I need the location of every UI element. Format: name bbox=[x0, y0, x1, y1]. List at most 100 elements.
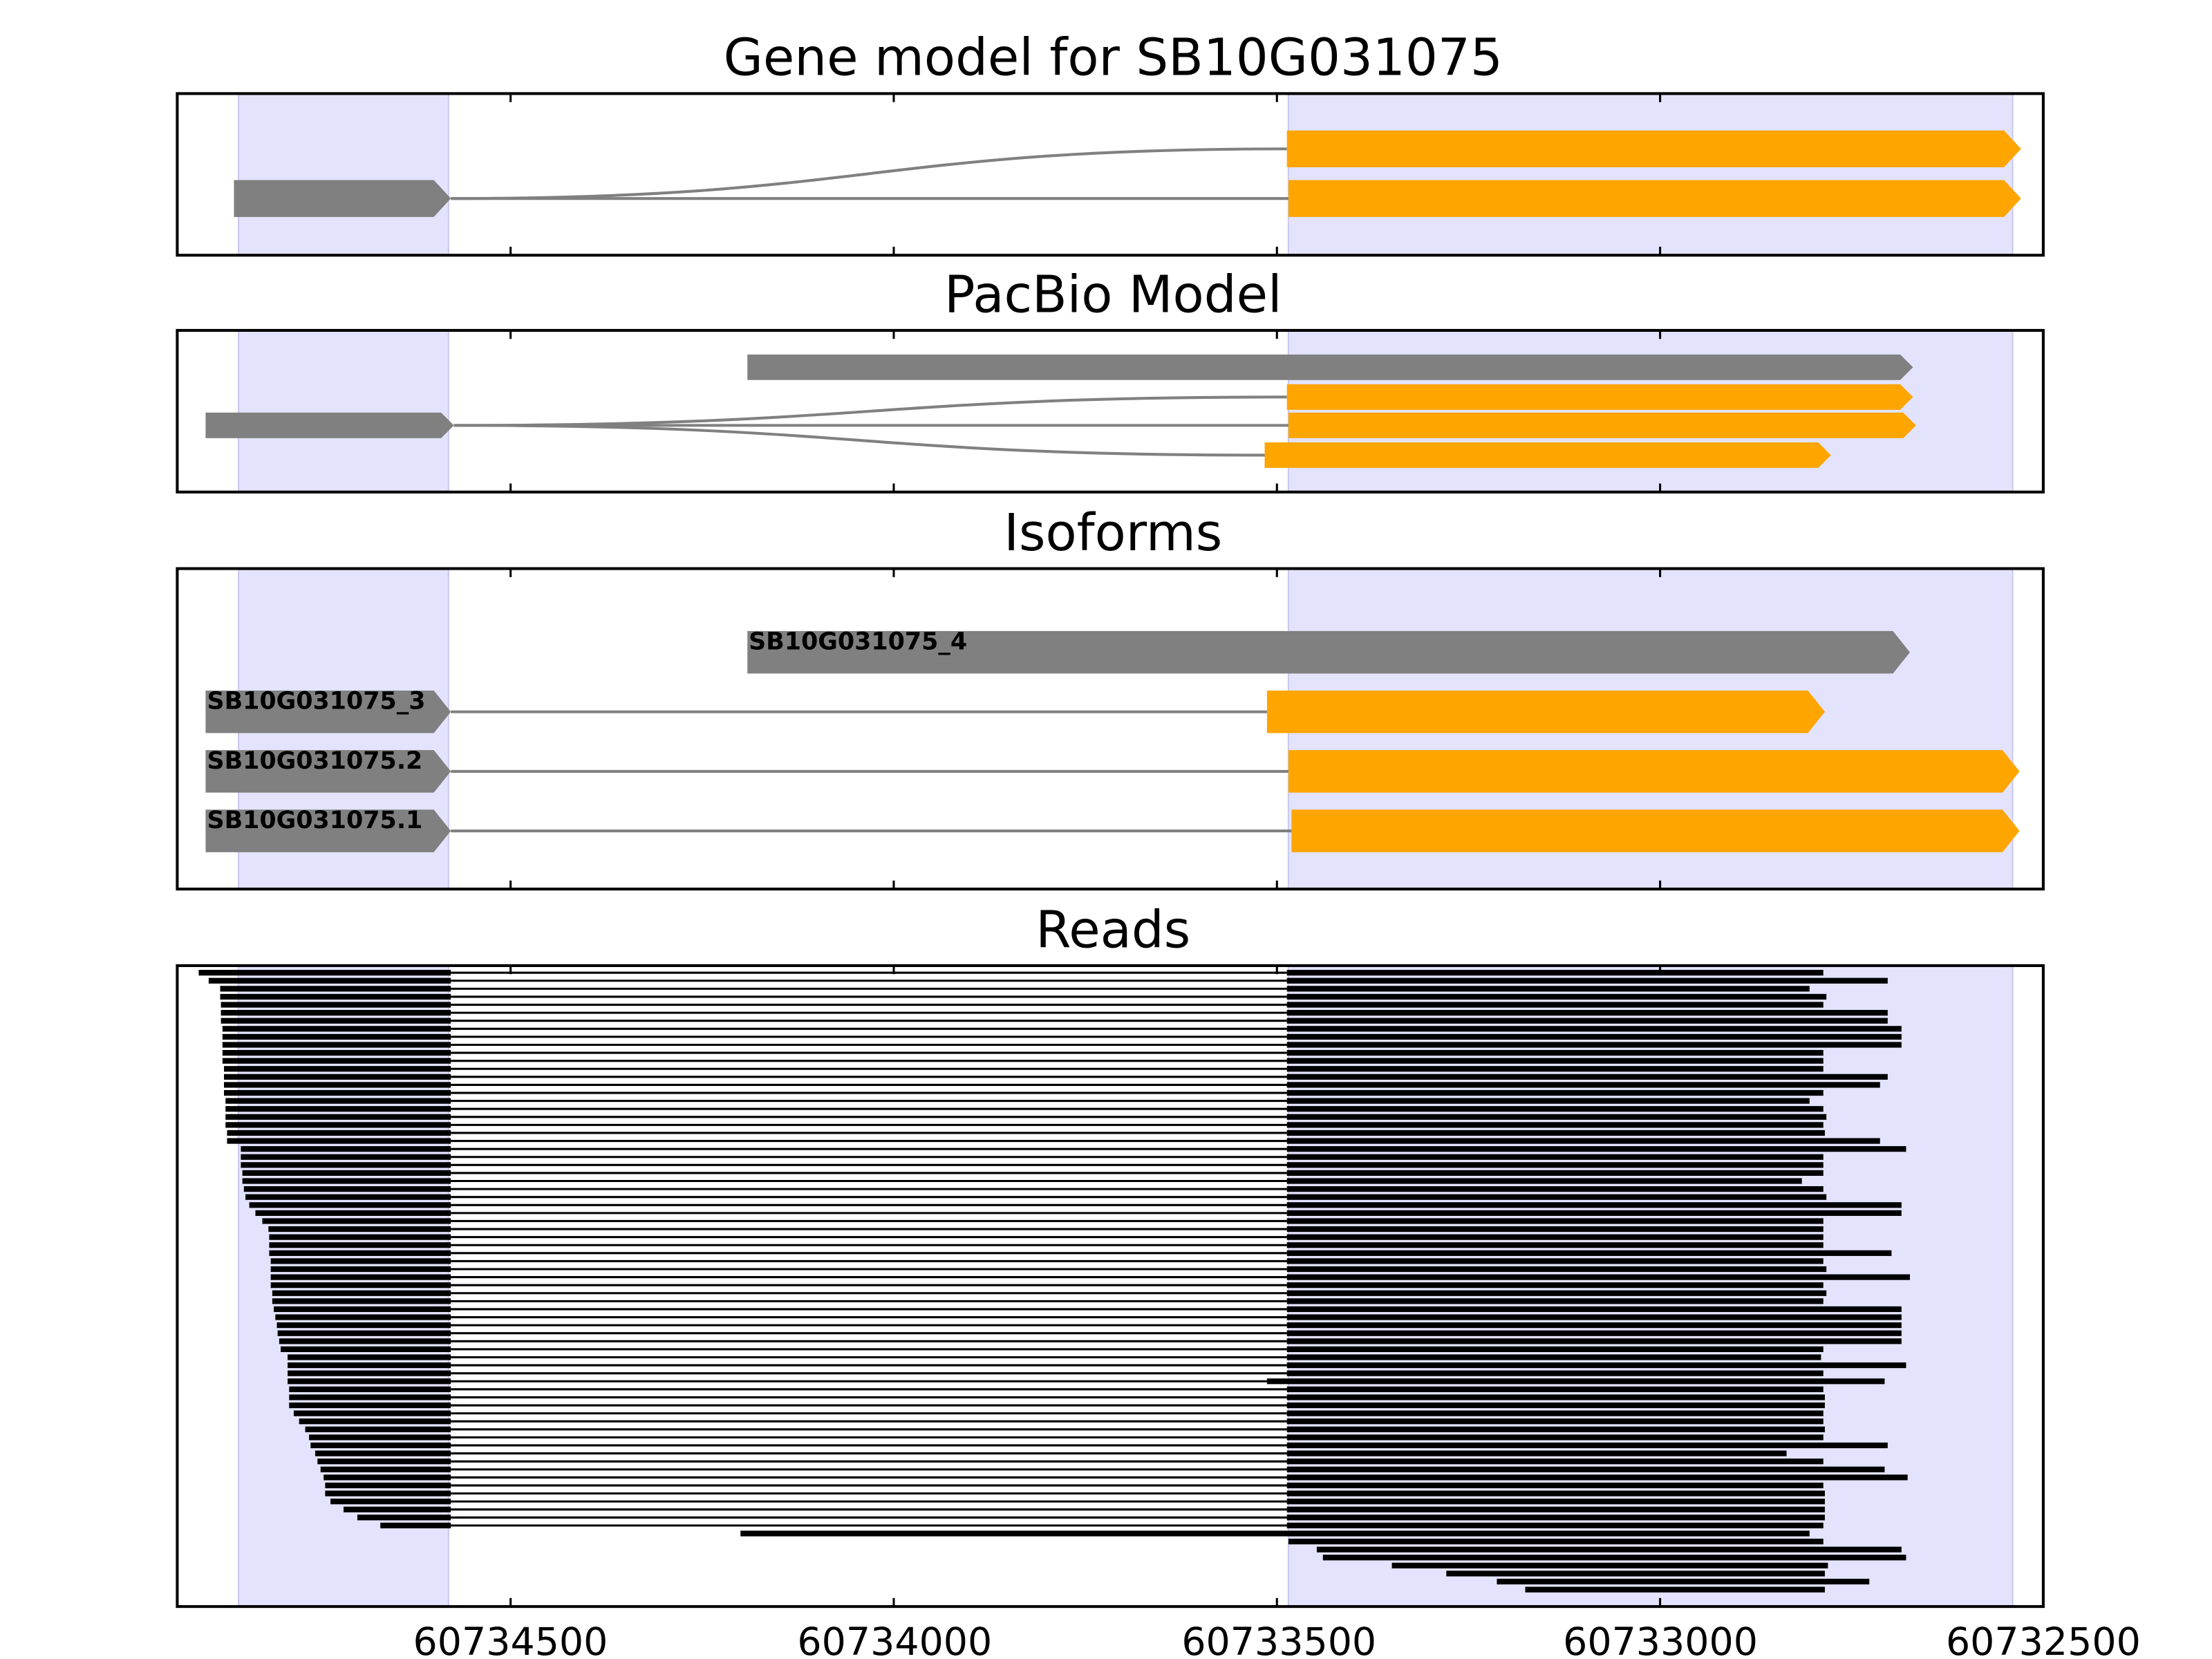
read-left-block bbox=[270, 1258, 451, 1264]
read-left-block bbox=[255, 1210, 451, 1216]
read-right-block bbox=[1286, 1089, 1824, 1096]
read-block bbox=[1525, 1586, 1825, 1593]
read-right-block bbox=[1286, 986, 1810, 992]
read-right-block bbox=[1286, 1394, 1825, 1400]
read-left-block bbox=[289, 1394, 451, 1400]
read-left-block bbox=[289, 1402, 451, 1409]
read-left-block bbox=[225, 1106, 451, 1112]
read-right-block bbox=[1286, 1274, 1910, 1280]
read-right-block bbox=[1286, 1482, 1824, 1489]
axes-frames bbox=[176, 92, 2045, 1609]
read-right-block bbox=[1286, 1170, 1824, 1177]
read-right-block bbox=[1286, 1499, 1825, 1505]
coding-exon bbox=[1291, 809, 2020, 852]
read-left-block bbox=[220, 986, 451, 992]
read-left-block bbox=[224, 1089, 451, 1096]
read-right-block bbox=[1286, 1522, 1824, 1528]
read-left-block bbox=[242, 1178, 451, 1184]
read-left-block bbox=[221, 1002, 451, 1008]
read-left-block bbox=[249, 1202, 451, 1208]
read-right-block bbox=[1286, 1515, 1825, 1521]
read-block bbox=[1316, 1546, 1902, 1553]
read-right-block bbox=[1286, 1314, 1902, 1320]
isoform-label: SB10G031075_4 bbox=[749, 628, 967, 655]
noncoding-exon bbox=[747, 354, 1913, 380]
read-left-block bbox=[277, 1330, 451, 1336]
read-right-block bbox=[1286, 1330, 1902, 1336]
read-left-block bbox=[320, 1466, 451, 1472]
read-block bbox=[1446, 1571, 1825, 1577]
read-left-block bbox=[241, 1162, 451, 1168]
read-left-block bbox=[357, 1515, 451, 1521]
read-block bbox=[1322, 1555, 1906, 1561]
read-right-block bbox=[1286, 1506, 1825, 1512]
read-left-block bbox=[245, 1194, 451, 1200]
pacbio-model-title: PacBio Model bbox=[944, 265, 1282, 324]
read-left-block bbox=[270, 1266, 451, 1273]
read-right-block bbox=[1286, 1218, 1824, 1224]
read-left-block bbox=[242, 1170, 451, 1177]
read-left-block bbox=[225, 1114, 451, 1120]
read-right-block bbox=[1286, 1026, 1902, 1032]
read-left-block bbox=[281, 1346, 451, 1352]
read-right-block bbox=[1286, 1186, 1824, 1192]
read-left-block bbox=[222, 1026, 451, 1032]
axes-frame bbox=[176, 567, 2045, 891]
read-left-block bbox=[222, 1049, 451, 1056]
read-block bbox=[740, 1530, 1810, 1537]
read-right-block bbox=[1286, 1178, 1802, 1184]
x-tick-label: 60733500 bbox=[1181, 1620, 1376, 1659]
read-right-block bbox=[1286, 1450, 1787, 1456]
x-tick-label: 60734000 bbox=[797, 1620, 992, 1659]
read-left-block bbox=[276, 1322, 451, 1329]
read-left-block bbox=[221, 1018, 451, 1024]
coding-exon bbox=[1286, 130, 2021, 168]
read-right-block bbox=[1286, 1459, 1824, 1465]
intron-connector bbox=[453, 395, 1287, 427]
read-right-block bbox=[1286, 1322, 1902, 1329]
read-left-block bbox=[380, 1522, 451, 1528]
noncoding-exon bbox=[205, 750, 451, 793]
exon-shade bbox=[238, 329, 449, 493]
gene-model-title: Gene model for SB10G031075 bbox=[724, 28, 1503, 88]
read-left-block bbox=[325, 1482, 451, 1489]
read-left-block bbox=[269, 1250, 451, 1256]
read-right-block bbox=[1286, 1346, 1824, 1352]
read-right-block bbox=[1286, 1338, 1902, 1344]
read-right-block bbox=[1286, 1122, 1824, 1128]
noncoding-exon bbox=[747, 630, 1910, 674]
isoform-label: SB10G031075.1 bbox=[207, 807, 422, 834]
read-right-block bbox=[1286, 1049, 1824, 1056]
read-left-block bbox=[224, 1066, 451, 1072]
coding-exon bbox=[1288, 412, 1916, 438]
read-right-block bbox=[1286, 1226, 1824, 1232]
read-left-block bbox=[289, 1386, 451, 1392]
read-right-block bbox=[1286, 1298, 1824, 1304]
read-right-block bbox=[1266, 1378, 1885, 1385]
intron-connector bbox=[453, 424, 1265, 457]
read-left-block bbox=[222, 1033, 451, 1040]
read-right-block bbox=[1286, 1354, 1821, 1360]
read-left-block bbox=[272, 1298, 451, 1304]
marks-layer bbox=[198, 130, 2021, 1593]
read-right-block bbox=[1286, 970, 1824, 976]
read-left-block bbox=[310, 1442, 451, 1449]
read-right-block bbox=[1286, 1018, 1888, 1024]
read-right-block bbox=[1286, 1410, 1824, 1416]
read-left-block bbox=[227, 1130, 451, 1136]
x-tick-label: 60733000 bbox=[1563, 1620, 1758, 1659]
read-right-block bbox=[1286, 1146, 1906, 1152]
read-left-block bbox=[222, 1042, 451, 1048]
read-left-block bbox=[325, 1490, 451, 1497]
read-right-block bbox=[1286, 1010, 1888, 1016]
read-left-block bbox=[317, 1459, 451, 1465]
read-left-block bbox=[227, 1138, 451, 1144]
isoform-label: SB10G031075.2 bbox=[207, 747, 422, 775]
read-left-block bbox=[225, 1122, 451, 1128]
axes-frame bbox=[176, 328, 2045, 494]
read-left-block bbox=[293, 1410, 451, 1416]
read-right-block bbox=[1286, 1362, 1906, 1369]
read-left-block bbox=[268, 1226, 451, 1232]
read-left-block bbox=[309, 1434, 451, 1441]
